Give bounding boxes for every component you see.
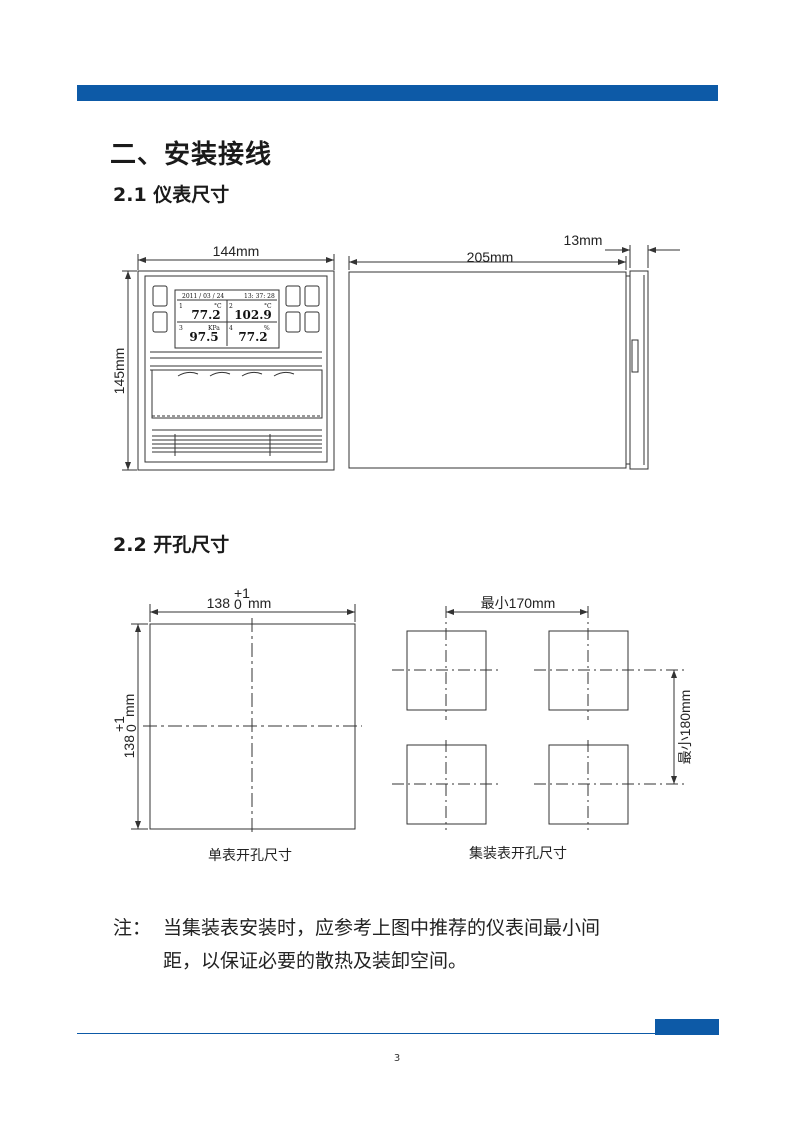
- front-bezel: [137, 270, 335, 471]
- ch2-unit: °C: [264, 303, 272, 310]
- chart-paper: [151, 369, 323, 419]
- min-180-label: 最小180mm: [677, 690, 693, 765]
- svg-text:0: 0: [234, 596, 242, 612]
- note-label: 注：: [113, 917, 152, 939]
- front-button-5: [285, 311, 301, 333]
- min-170-label: 最小170mm: [481, 595, 556, 611]
- ch2-value: 102.9: [234, 308, 272, 322]
- subsection-title-cutout: 2.2 开孔尺寸: [113, 534, 230, 556]
- depth-label: 205mm: [467, 249, 514, 265]
- side-body: [348, 271, 627, 469]
- lcd-screen: [174, 289, 280, 349]
- cutout-dimension-drawing: 138 +1 0 mm 138 +1 0 mm 最小170mm 最小180mm …: [111, 585, 693, 864]
- front-button-2: [152, 311, 168, 333]
- page-number: 3: [393, 1053, 401, 1064]
- ch3-value: 97.5: [189, 330, 218, 344]
- screen-time: 13: 37: 28: [244, 293, 275, 300]
- ch4-value: 77.2: [238, 330, 267, 344]
- svg-text:+1: +1: [111, 716, 127, 732]
- front-button-1: [152, 285, 168, 307]
- footer-accent-block: [655, 1019, 719, 1035]
- ch1-num: 1: [179, 303, 183, 310]
- ch2-num: 2: [229, 303, 233, 310]
- ch4-num: 4: [229, 325, 233, 332]
- pen-curves: [177, 371, 295, 377]
- svg-text:mm: mm: [121, 694, 137, 717]
- caption-single-cutout: 单表开孔尺寸: [208, 848, 292, 864]
- ch1-value: 77.2: [191, 308, 220, 322]
- bezel-label: 13mm: [564, 232, 603, 248]
- front-button-6: [304, 311, 320, 333]
- ch3-num: 3: [179, 325, 183, 332]
- ch3-unit: KPa: [208, 325, 220, 332]
- svg-text:138: 138: [121, 735, 137, 759]
- svg-text:138: 138: [207, 595, 231, 611]
- screen-date: 2011 / 03 / 24: [182, 293, 224, 300]
- note-line-2: 距，以保证必要的散热及装卸空间。: [163, 950, 468, 972]
- width-label: 144mm: [213, 243, 260, 259]
- single-width-label: 138 +1 0 mm: [207, 585, 272, 612]
- svg-text:0: 0: [123, 724, 139, 732]
- instrument-dimension-drawing: 144mm 145mm 205mm 13mm 2011 / 03 / 24 13…: [111, 232, 680, 471]
- svg-text:+1: +1: [234, 585, 250, 601]
- caption-group-cutout: 集装表开孔尺寸: [469, 845, 567, 862]
- header-bar: [77, 85, 718, 101]
- note-line-1: 当集装表安装时，应参考上图中推荐的仪表间最小间: [163, 917, 601, 939]
- footer-rule: [77, 1033, 719, 1034]
- installation-note: 注： 当集装表安装时，应参考上图中推荐的仪表间最小间 距，以保证必要的散热及装卸空…: [113, 912, 723, 978]
- ch4-unit: %: [264, 325, 270, 332]
- ch1-unit: °C: [214, 303, 222, 310]
- single-height-label: 138 +1 0 mm: [111, 694, 139, 759]
- section-title: 二、安装接线: [110, 140, 273, 170]
- subsection-title-dimensions: 2.1 仪表尺寸: [113, 184, 230, 206]
- front-button-3: [285, 285, 301, 307]
- side-bezel: [629, 270, 649, 470]
- svg-text:mm: mm: [248, 595, 271, 611]
- front-button-4: [304, 285, 320, 307]
- height-label: 145mm: [111, 348, 127, 395]
- front-inner-frame: [144, 275, 328, 463]
